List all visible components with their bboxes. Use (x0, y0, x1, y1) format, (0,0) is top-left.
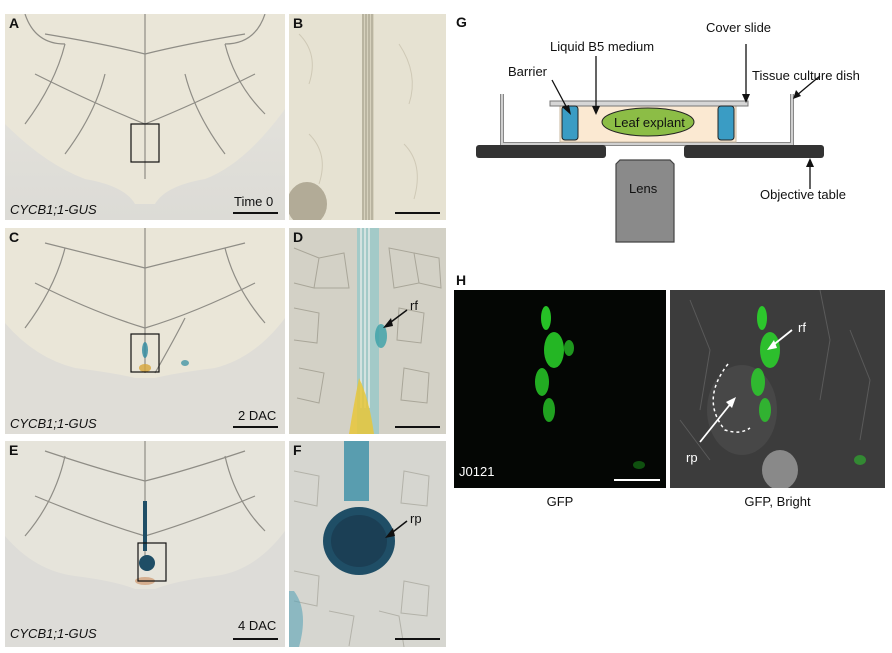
panel-b-scalebar (395, 212, 440, 214)
panel-a-time: Time 0 (234, 194, 274, 209)
g-label-liquid: Liquid B5 medium (550, 39, 655, 54)
panel-g-label: G (456, 14, 467, 30)
panel-a-genotype: CYCB1;1-GUS (10, 202, 97, 217)
gfp-fluorescence-image (454, 290, 666, 488)
rf-arrow (383, 309, 408, 328)
panel-e-scalebar (233, 638, 278, 640)
panel-b-label: B (293, 15, 304, 31)
panel-h-label: H (456, 272, 467, 288)
panel-d-rf-label: rf (410, 298, 418, 313)
panel-c-time: 2 DAC (238, 408, 277, 423)
panel-d-scalebar (395, 426, 440, 428)
panel-c-scalebar (233, 426, 278, 428)
root-primordium-4dac-image (289, 441, 446, 647)
panel-e-genotype: CYCB1;1-GUS (10, 626, 97, 641)
imaging-setup-diagram (450, 14, 890, 254)
panel-a-label: A (9, 15, 20, 31)
leaf-2dac-image (5, 228, 285, 434)
rp-arrow (385, 520, 408, 538)
panel-f-image (289, 441, 446, 647)
h-left-caption: GFP (546, 494, 574, 509)
gfp-bright-merged-image (670, 290, 885, 488)
g-label-objective: Objective table (760, 187, 846, 202)
panel-d-image (289, 228, 446, 434)
g-label-lens: Lens (629, 181, 658, 196)
panel-a-scalebar (233, 212, 278, 214)
vein-closeup-time0-image (289, 14, 446, 220)
panel-c-label: C (9, 229, 20, 245)
panel-c-image (5, 228, 285, 434)
panel-e-image (5, 441, 285, 647)
panel-f-rp-label: rp (410, 511, 422, 526)
panel-e-time: 4 DAC (238, 618, 277, 633)
g-label-dish: Tissue culture dish (752, 68, 860, 83)
panel-e-label: E (9, 442, 19, 458)
g-label-explant: Leaf explant (614, 115, 685, 130)
panel-c-genotype: CYCB1;1-GUS (10, 416, 97, 431)
h-line-label: J0121 (459, 464, 495, 479)
leaf-time0-image (5, 14, 285, 220)
panel-f-label: F (293, 442, 302, 458)
g-label-cover-slide: Cover slide (706, 20, 772, 35)
panel-a-image (5, 14, 285, 220)
panel-h-scalebar (614, 479, 660, 481)
panel-d-label: D (293, 229, 304, 245)
panel-b-image (289, 14, 446, 220)
panel-f-scalebar (395, 638, 440, 640)
h-rp-label: rp (686, 450, 698, 465)
leaf-4dac-image (5, 441, 285, 647)
h-right-caption: GFP, Bright (744, 494, 811, 509)
h-rf-label: rf (798, 320, 806, 335)
g-label-barrier: Barrier (508, 64, 548, 79)
vein-closeup-2dac-image (289, 228, 446, 434)
